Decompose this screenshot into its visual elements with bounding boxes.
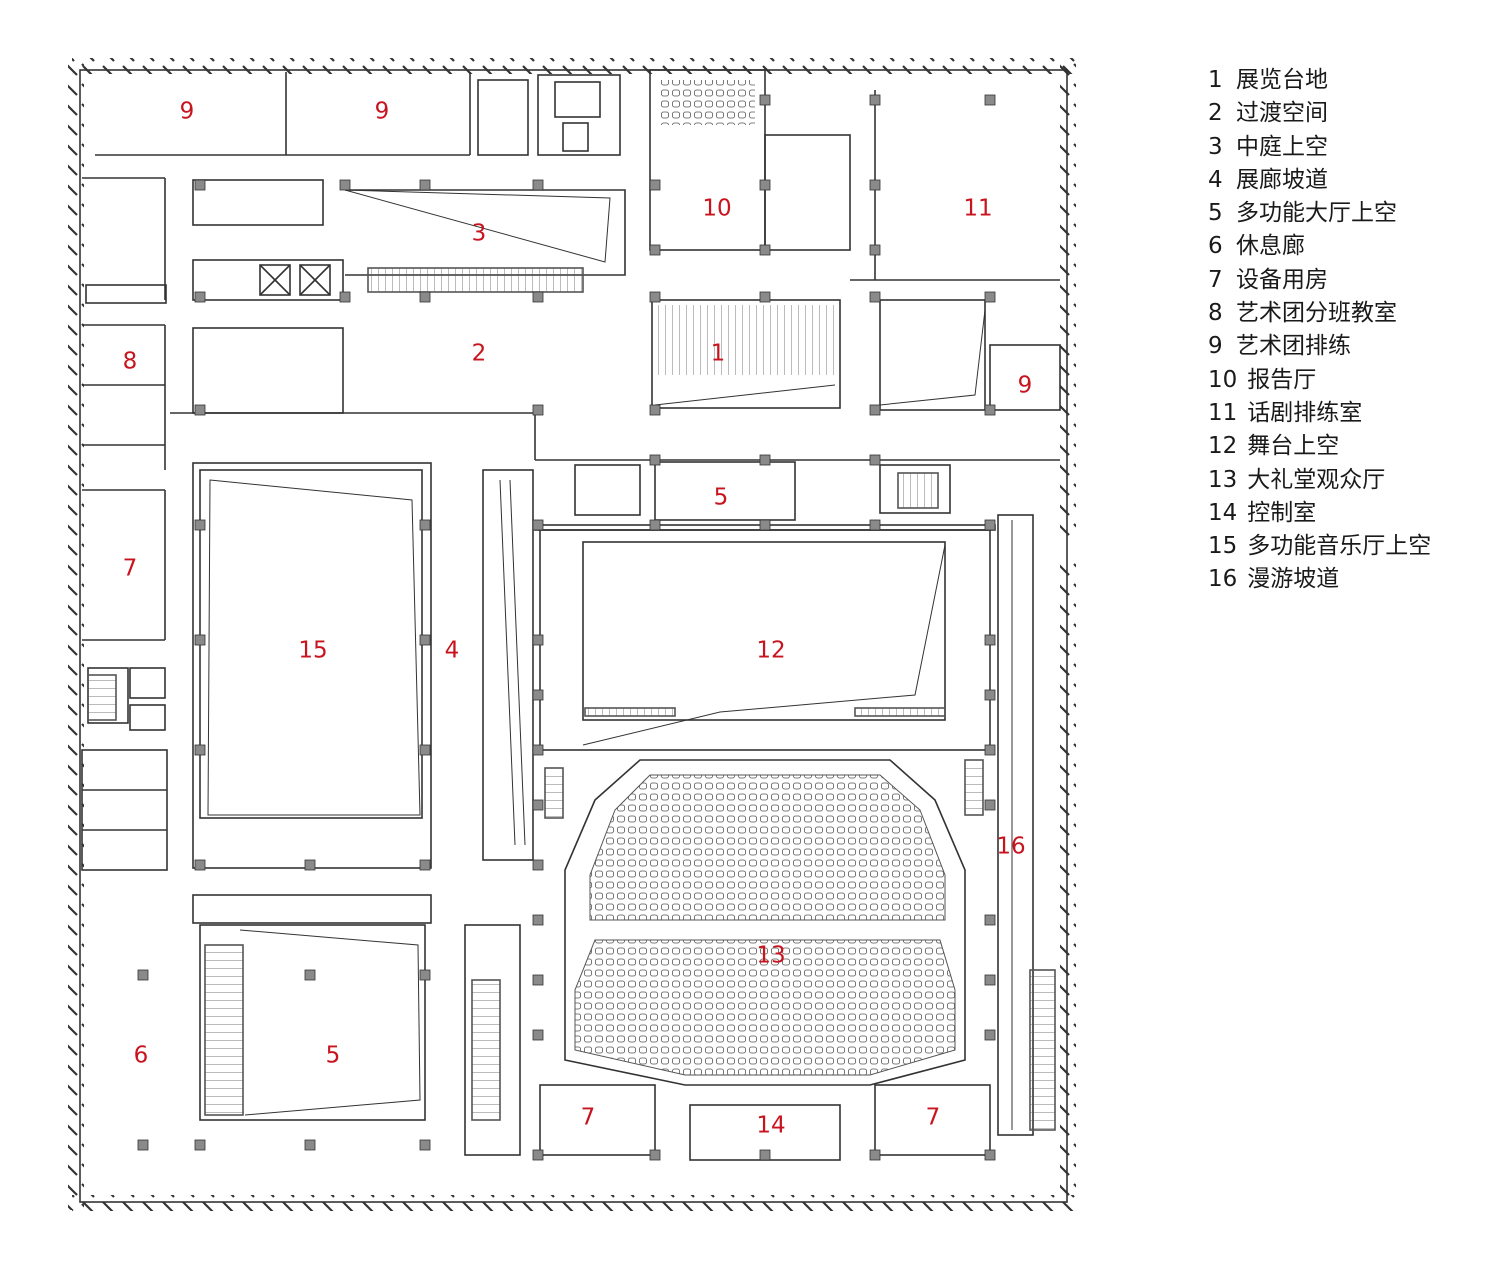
room-label-12: 12 xyxy=(756,637,786,664)
room-label-7: 7 xyxy=(122,555,138,582)
room-label-3: 3 xyxy=(471,220,487,247)
structural-columns xyxy=(137,94,996,1161)
room-label-9: 9 xyxy=(374,98,390,125)
room-label-9: 9 xyxy=(1017,372,1033,399)
room-label-2: 2 xyxy=(471,340,487,367)
building-outline xyxy=(79,69,1068,1203)
room-label-1: 1 xyxy=(710,340,726,367)
room-label-10: 10 xyxy=(702,195,732,222)
room-label-8: 8 xyxy=(122,348,138,375)
room-label-5: 5 xyxy=(713,484,729,511)
room-label-4: 4 xyxy=(444,637,460,664)
room-label-13: 13 xyxy=(756,942,786,969)
room-label-16: 16 xyxy=(996,833,1026,860)
room-label-6: 6 xyxy=(133,1042,149,1069)
room-label-7: 7 xyxy=(925,1104,941,1131)
room-label-9: 9 xyxy=(179,98,195,125)
room-label-5: 5 xyxy=(325,1042,341,1069)
room-label-7: 7 xyxy=(580,1104,596,1131)
room-label-15: 15 xyxy=(298,637,328,664)
room-label-14: 14 xyxy=(756,1112,786,1139)
room-label-11: 11 xyxy=(963,195,993,222)
